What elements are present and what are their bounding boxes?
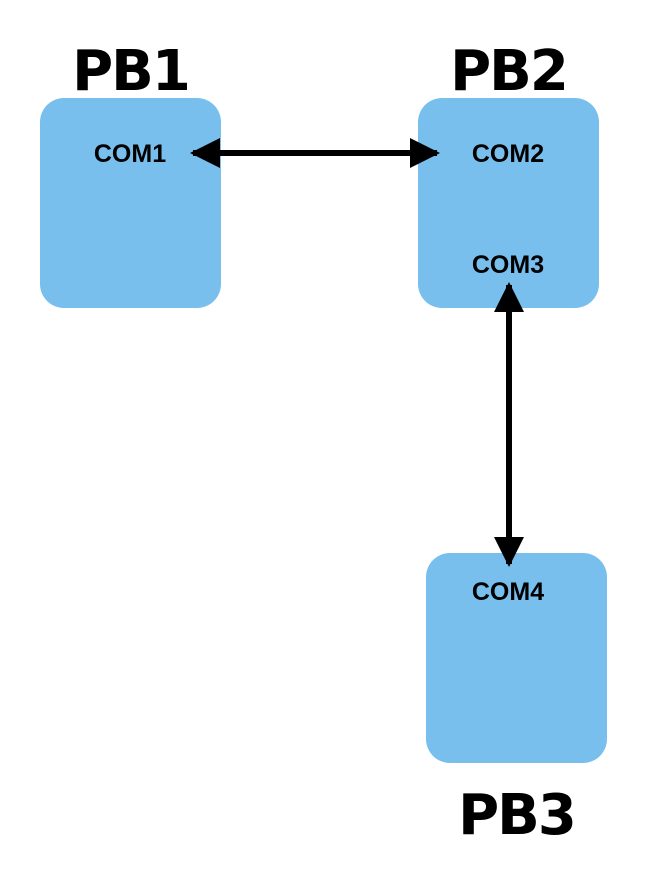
- box-title-pb2: PB2: [450, 39, 569, 104]
- box-title-pb3: PB3: [458, 783, 577, 848]
- port-com2: COM2: [471, 140, 545, 168]
- port-com4: COM4: [471, 578, 545, 606]
- box-pb1: [40, 98, 221, 308]
- box-pb3: [426, 553, 607, 763]
- port-com3: COM3: [471, 251, 545, 279]
- port-com1: COM1: [93, 140, 167, 168]
- box-pb2: [418, 98, 599, 308]
- box-title-pb1: PB1: [72, 39, 191, 104]
